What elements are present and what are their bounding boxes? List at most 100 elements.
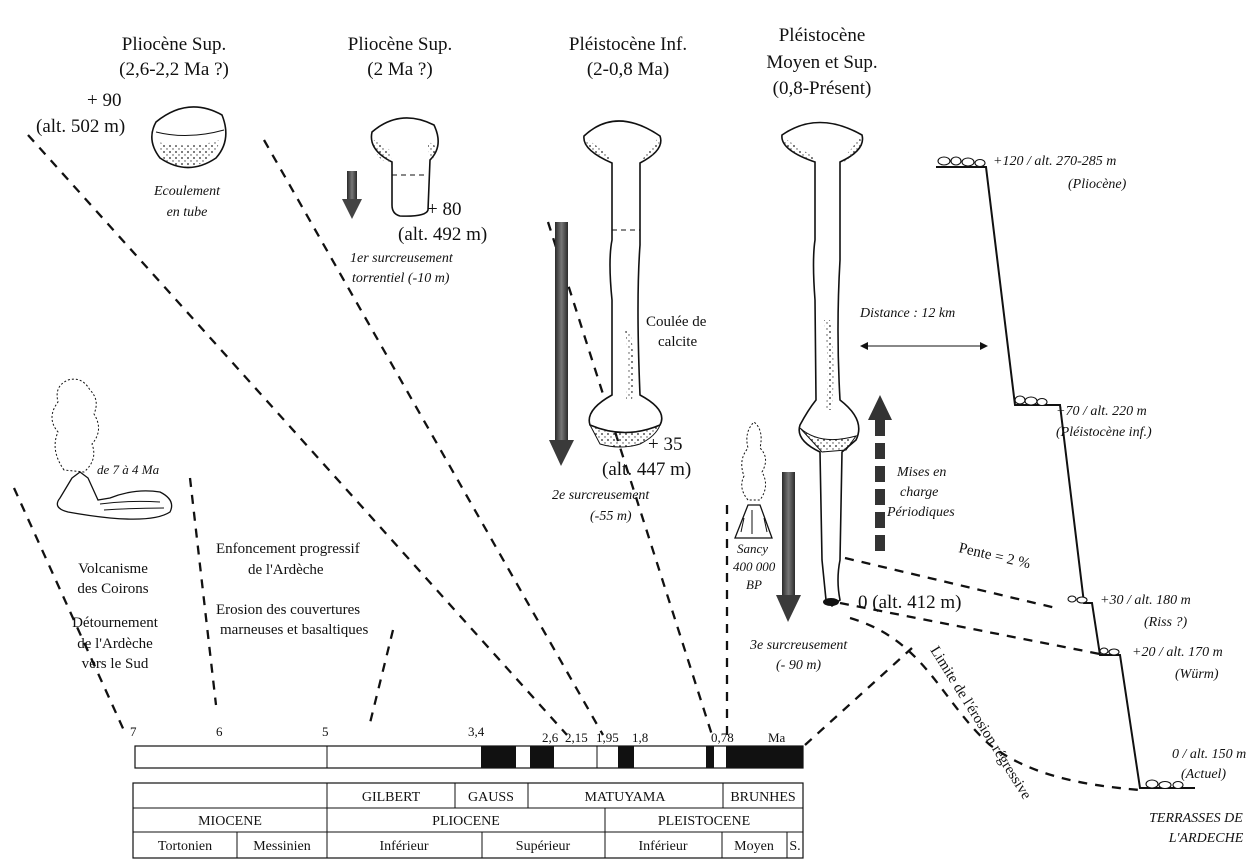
stage-1-flow-2: en tube xyxy=(167,205,208,220)
stage-2-cave: + 80 (alt. 492 m) 1er surcreusement torr… xyxy=(342,118,487,286)
terrace-120-line-1: +120 / alt. 270-285 m xyxy=(993,154,1116,169)
stage-3-level: + 35 xyxy=(648,434,682,455)
charge-2: charge xyxy=(900,485,938,500)
volcanism-label-2: des Coirons xyxy=(77,581,148,597)
header-3-line-2: (2-0,8 Ma) xyxy=(587,59,669,80)
recharge-arrow xyxy=(868,395,892,551)
stage-4-level: 0 (alt. 412 m) xyxy=(858,592,961,613)
stage-3-incision-1: 2e surcreusement xyxy=(552,488,650,503)
terrace-70-line-1: +70 / alt. 220 m xyxy=(1056,404,1147,419)
charge-3: Périodiques xyxy=(886,505,955,520)
stage-pliocene-inferieur: Inférieur xyxy=(380,839,429,854)
terraces-profile: +120 / alt. 270-285 m (Pliocène) +70 / a… xyxy=(936,154,1246,846)
header-4-line-2: Moyen et Sup. xyxy=(766,52,877,73)
middle-erosion-1: Erosion des couvertures xyxy=(216,602,360,618)
chron-brunhes: BRUNHES xyxy=(730,790,795,805)
chron-gilbert: GILBERT xyxy=(362,790,421,805)
terrace-20-line-2: (Würm) xyxy=(1175,667,1219,682)
terrace-30-line-1: +30 / alt. 180 m xyxy=(1100,593,1191,608)
stage-1-level: + 90 xyxy=(87,90,121,111)
stage-3-arrow-head xyxy=(549,440,574,466)
stage-2-arrow-shaft xyxy=(347,171,357,201)
header-1-line-1: Pliocène Sup. xyxy=(122,34,227,55)
tick-2-6: 2,6 xyxy=(542,730,559,745)
header-3-line-1: Pléistocène Inf. xyxy=(569,34,687,55)
header-stage-2: Pliocène Sup. (2 Ma ?) xyxy=(348,34,453,80)
stage-4-incision-2: (- 90 m) xyxy=(776,658,821,673)
stage-1-alt: (alt. 502 m) xyxy=(36,116,125,137)
sancy-volcano-icon xyxy=(735,422,772,538)
stage-pleistocene-superieur: S. xyxy=(789,839,800,854)
polarity-normal-4 xyxy=(706,746,714,768)
stage-messinien: Messinien xyxy=(253,839,311,854)
header-1-line-2: (2,6-2,2 Ma ?) xyxy=(119,59,229,80)
stage-4-sump xyxy=(823,598,839,606)
stage-3-cave: Coulée de calcite + 35 (alt. 447 m) 2e s… xyxy=(549,121,707,524)
sancy-1: Sancy xyxy=(737,541,768,556)
volcanism-label-1: Volcanisme xyxy=(78,561,148,577)
middle-incision-1: Enfoncement progressif xyxy=(216,541,360,557)
stage-4-arrow-head xyxy=(776,595,801,622)
polarity-normal-2 xyxy=(530,746,554,768)
erosion-limit-line xyxy=(850,618,1140,790)
slope-label: Pente = 2 % xyxy=(957,540,1032,572)
stage-pliocene-superieur: Supérieur xyxy=(516,839,571,854)
terrace-70-line-2: (Pléistocène inf.) xyxy=(1056,425,1152,440)
tick-2-15: 2,15 xyxy=(565,730,588,745)
header-2-line-2: (2 Ma ?) xyxy=(367,59,432,80)
diversion-1: Détournement xyxy=(72,615,159,631)
coirons-volcano-icon: de 7 à 4 Ma xyxy=(52,379,172,519)
sancy-2: 400 000 xyxy=(733,559,776,574)
tick-7: 7 xyxy=(130,724,137,739)
sancy-3: BP xyxy=(746,577,762,592)
stage-2-arrow-head xyxy=(342,199,362,219)
timescale-unit: Ma xyxy=(768,730,786,745)
terrace-120-line-2: (Pliocène) xyxy=(1068,177,1127,192)
epoch-miocene: MIOCENE xyxy=(198,814,262,829)
middle-erosion-2: marneuses et basaltiques xyxy=(220,622,368,638)
timescale-bar xyxy=(135,746,803,768)
header-stage-1: Pliocène Sup. (2,6-2,2 Ma ?) xyxy=(119,34,229,80)
stage-tortonien: Tortonien xyxy=(158,839,212,854)
charge-1: Mises en xyxy=(896,465,946,480)
tick-6: 6 xyxy=(216,724,223,739)
stage-3-arrow-shaft xyxy=(555,222,568,444)
chron-gauss: GAUSS xyxy=(468,790,514,805)
guide-line-middle xyxy=(190,478,216,705)
diversion-3: vers le Sud xyxy=(82,656,149,672)
header-2-line-1: Pliocène Sup. xyxy=(348,34,453,55)
chron-matuyama: MATUYAMA xyxy=(585,790,667,805)
timescale: 7 6 5 3,4 2,6 2,15 1,95 1,8 0,78 Ma xyxy=(130,724,803,768)
distance-arrow-left xyxy=(860,342,868,350)
stratigraphy-table: GILBERT GAUSS MATUYAMA BRUNHES MIOCENE P… xyxy=(133,783,803,858)
terrace-0-line-1: 0 / alt. 150 m xyxy=(1172,747,1246,762)
stage-4-incision-1: 3e surcreusement xyxy=(749,638,848,653)
stage-1-flow-1: Ecoulement xyxy=(153,184,221,199)
polarity-normal-1 xyxy=(481,746,516,768)
polarity-normal-3 xyxy=(618,746,634,768)
middle-incision-2: de l'Ardèche xyxy=(248,562,324,578)
stage-1-cave: + 90 (alt. 502 m) Ecoulement en tube xyxy=(36,90,226,220)
terrace-30-line-2: (Riss ?) xyxy=(1144,615,1188,630)
tick-0-78: 0,78 xyxy=(711,730,734,745)
recharge-arrow-head xyxy=(868,395,892,420)
tick-1-95: 1,95 xyxy=(596,730,619,745)
header-4-line-3: (0,8-Présent) xyxy=(773,78,872,99)
distance-label: Distance : 12 km xyxy=(859,306,955,321)
tick-1-8: 1,8 xyxy=(632,730,648,745)
epoch-pliocene: PLIOCENE xyxy=(432,814,500,829)
tick-3-4: 3,4 xyxy=(468,724,485,739)
terrace-0-line-2: (Actuel) xyxy=(1181,767,1226,782)
erosion-limit-label: Limite de l'érosion régressive xyxy=(927,644,1035,803)
stage-3-alt: (alt. 447 m) xyxy=(602,459,691,480)
stage-2-incision-1: 1er surcreusement xyxy=(350,251,454,266)
stage-3-calcite-2: calcite xyxy=(658,334,697,350)
volcanism-age: de 7 à 4 Ma xyxy=(97,462,160,477)
stage-2-incision-2: torrentiel (-10 m) xyxy=(352,271,450,286)
diversion-2: de l'Ardèche xyxy=(77,636,153,652)
terrace-profile-line xyxy=(936,167,1195,788)
guide-line-volcanism xyxy=(14,488,126,735)
header-stage-4: Pléistocène Moyen et Sup. (0,8-Présent) xyxy=(766,25,877,99)
stage-4-arrow-shaft xyxy=(782,472,795,597)
